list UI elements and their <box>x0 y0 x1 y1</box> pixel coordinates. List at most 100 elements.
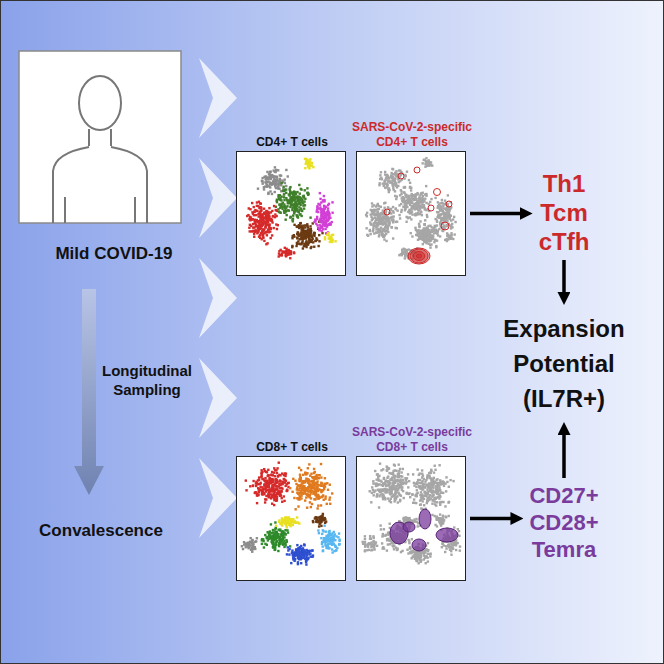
cell-dot <box>404 194 406 196</box>
cell-dot <box>412 194 414 196</box>
cell-dot <box>280 184 282 186</box>
cell-dot <box>384 179 386 181</box>
cell-dot <box>429 246 431 248</box>
contour-ring <box>441 222 449 230</box>
chevrons <box>199 58 237 538</box>
cell-dot <box>330 236 332 238</box>
cell-dot <box>445 209 447 211</box>
cell-dot <box>275 500 277 502</box>
longitudinal-arrow <box>74 289 104 495</box>
cell-dot <box>371 213 373 215</box>
cell-dot <box>404 174 406 176</box>
time-arrow <box>74 289 104 495</box>
cell-dot <box>303 200 305 202</box>
cell-dot <box>371 205 373 207</box>
cell-dot <box>384 216 386 218</box>
cell-dot <box>309 158 311 160</box>
cell-dot <box>422 243 424 245</box>
cell-dot <box>403 191 405 193</box>
cell-dot <box>251 211 253 213</box>
chevron <box>199 458 237 538</box>
cell-dot <box>324 213 326 215</box>
cell-dot <box>298 213 300 215</box>
cell-dot <box>308 236 310 238</box>
cell-dot <box>377 215 379 217</box>
cell-dot <box>265 178 267 180</box>
cell-dot <box>407 195 409 197</box>
cell-dot <box>269 230 271 232</box>
cell-dot <box>295 214 297 216</box>
scatter-plot-box: CD8+ T cells <box>236 456 346 581</box>
cell-dot <box>294 192 296 194</box>
cell-dot <box>296 191 298 193</box>
cell-dot <box>263 188 265 190</box>
cell-dot <box>404 209 406 211</box>
specific-contours <box>384 167 452 264</box>
cell-dot <box>270 178 272 180</box>
cell-dot <box>443 215 445 217</box>
cell-dot <box>414 194 416 196</box>
cell-dot <box>302 247 304 249</box>
cell-dot <box>449 218 451 220</box>
cell-dot <box>383 207 385 209</box>
cell-dot <box>396 227 398 229</box>
cell-dot <box>260 476 262 478</box>
cell-dot <box>280 212 282 214</box>
cell-dot <box>451 226 453 228</box>
cell-dot <box>325 216 327 218</box>
cell-dot <box>266 171 268 173</box>
cell-dot <box>268 173 270 175</box>
cell-dot <box>429 238 431 240</box>
cell-dot <box>257 483 259 485</box>
cell-dot <box>403 186 405 188</box>
cell-dot <box>372 227 374 229</box>
cell-dot <box>377 211 379 213</box>
cell-dot <box>274 178 276 180</box>
flow-arrow <box>470 517 513 521</box>
cell-dot <box>255 210 257 212</box>
cell-dot <box>257 229 259 231</box>
cell-dot <box>261 491 263 493</box>
cell-dot <box>307 194 309 196</box>
cell-dot <box>301 236 303 238</box>
cell-dot <box>258 476 260 478</box>
cell-dot <box>301 242 303 244</box>
contour-ring <box>416 254 421 258</box>
cell-dot <box>402 198 404 200</box>
cell-dot <box>282 186 284 188</box>
cell-dot <box>301 210 303 212</box>
plot-title: SARS-CoV-2-specific CD4+ T cells <box>337 120 487 149</box>
cell-dot <box>281 253 283 255</box>
cell-dot <box>448 215 450 217</box>
cell-dot <box>296 208 298 210</box>
cell-dot <box>412 194 414 196</box>
cell-dot <box>405 202 407 204</box>
contour-ring <box>434 189 441 196</box>
cell-dot <box>441 210 443 212</box>
contour-ring <box>410 249 428 263</box>
cell-dot <box>325 216 327 218</box>
cell-dot <box>429 201 431 203</box>
result-text-group: Expansion Potential(IL7R+) <box>494 311 634 416</box>
cell-dot <box>430 243 432 245</box>
cell-dot <box>295 196 297 198</box>
cell-dot <box>420 236 422 238</box>
cell-dot <box>284 207 286 209</box>
cell-dot <box>276 198 278 200</box>
cell-dot <box>285 169 287 171</box>
cell-dot <box>414 227 416 229</box>
cell-dot <box>375 231 377 233</box>
cell-dot <box>327 212 329 214</box>
scatter-dots <box>241 461 341 565</box>
cell-dot <box>409 197 411 199</box>
cell-dot <box>390 174 392 176</box>
cell-dot <box>367 235 369 237</box>
cell-dot <box>277 183 279 185</box>
flow-arrow <box>562 260 566 295</box>
cell-dot <box>411 194 413 196</box>
cell-dot <box>416 203 418 205</box>
cell-dot <box>420 192 422 194</box>
cell-dot <box>257 226 259 228</box>
cell-dot <box>433 232 435 234</box>
cell-dot <box>255 223 257 225</box>
